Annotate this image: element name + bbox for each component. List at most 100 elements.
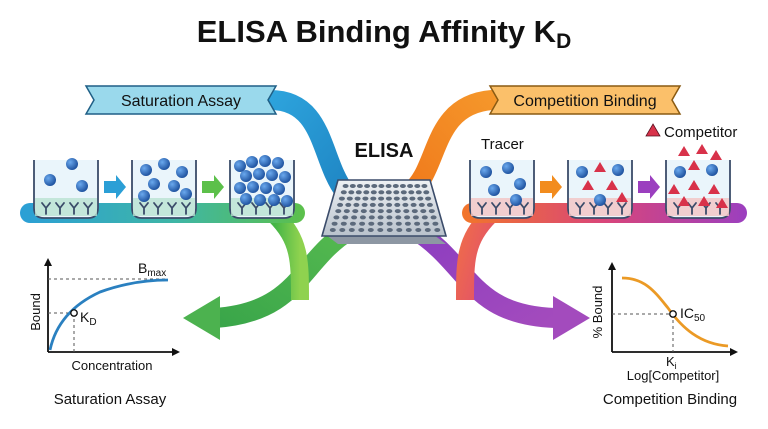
well-mixed (567, 160, 633, 219)
plate-well (353, 202, 360, 207)
plate-well (342, 215, 349, 220)
plate-well (342, 184, 349, 188)
saturation-wells (33, 155, 295, 219)
plate-well (386, 215, 393, 220)
plate-well (421, 215, 428, 220)
plate-well (370, 190, 377, 195)
plate-well (346, 196, 353, 201)
plate-well (393, 196, 400, 201)
plate-well (339, 228, 346, 232)
plate-well (368, 221, 375, 226)
elisa-label: ELISA (355, 140, 414, 162)
plate-well (404, 221, 411, 226)
plate-well (403, 209, 410, 214)
plate-well (404, 215, 411, 220)
plate-well (345, 202, 352, 207)
saturation-plot: KD Bmax Bound Concentration Saturation A… (28, 258, 180, 408)
plate-well (362, 196, 369, 201)
right-banner-label: Competition Binding (513, 93, 656, 110)
plate-well (418, 202, 425, 207)
plate-well (355, 190, 362, 195)
plate-well (386, 209, 393, 214)
plate-well (385, 196, 392, 201)
arrow-right-icon (202, 175, 224, 199)
plate-well (371, 184, 378, 188)
plate-well (377, 202, 384, 207)
plate-well (396, 228, 403, 232)
plate-well (409, 196, 416, 201)
competition-plot: IC50 Ki % Bound Log[Competitor] Competit… (590, 262, 738, 408)
plate-well (367, 228, 374, 232)
arrow-right-icon (104, 175, 126, 199)
plate-well (415, 228, 422, 232)
plate-well (424, 228, 431, 232)
competition-caption: Competition Binding (603, 391, 737, 408)
plate-well (351, 215, 358, 220)
y-axis-label: % Bound (590, 286, 605, 339)
diagram-title: ELISA Binding Affinity KD (197, 14, 572, 53)
plate-well (432, 221, 439, 226)
plate-well (335, 209, 342, 214)
plate-well (363, 190, 370, 195)
plate-well (386, 202, 393, 207)
plate-well (348, 228, 355, 232)
competition-curve (621, 276, 729, 348)
x-axis-label: Log[Competitor] (627, 368, 720, 383)
plate-well (412, 215, 419, 220)
plate-well (414, 184, 421, 188)
plate-well (386, 221, 393, 226)
arrow-right-icon (638, 175, 660, 199)
elisa-plate: ELISA (320, 140, 448, 244)
plate-well (411, 209, 418, 214)
plate-well (394, 209, 401, 214)
purple-arrowhead (553, 296, 590, 340)
well-saturated (229, 155, 295, 219)
green-ribbon (214, 221, 356, 328)
x-axis-label: Concentration (72, 358, 153, 373)
plate-well (395, 221, 402, 226)
plate-well (407, 184, 414, 188)
plate-well (394, 202, 401, 207)
plate-well (425, 196, 432, 201)
plate-well (378, 196, 385, 201)
plate-well (361, 202, 368, 207)
plate-well (329, 228, 336, 232)
y-axis-arrow (44, 258, 52, 266)
plate-well (369, 209, 376, 214)
plate-well (400, 190, 407, 195)
plate-well (349, 221, 356, 226)
plate-well (354, 196, 361, 201)
saturation-caption: Saturation Assay (54, 391, 167, 408)
plate-well (337, 202, 344, 207)
plate-well (358, 228, 365, 232)
plate-well (356, 184, 363, 188)
plate-well (401, 196, 408, 201)
ic50-label: IC50 (680, 305, 706, 324)
plate-well (428, 209, 435, 214)
plate-well (370, 196, 377, 201)
right-banner: Competition Binding (488, 85, 682, 115)
plate-well (395, 215, 402, 220)
plate-well (368, 215, 375, 220)
plate-well (343, 209, 350, 214)
ki-label: Ki (666, 354, 677, 371)
plate-well (348, 190, 355, 195)
plate-well (408, 190, 415, 195)
plate-well (360, 209, 367, 214)
plate-well (399, 184, 406, 188)
plate-well (423, 190, 430, 195)
plate-well (402, 202, 409, 207)
plate-well (349, 184, 356, 188)
left-banner: Saturation Assay (84, 85, 278, 115)
ic50-point (669, 310, 677, 318)
plate-well (393, 190, 400, 195)
saturation-curve (48, 278, 169, 351)
plate-well (377, 209, 384, 214)
plate-well (426, 202, 433, 207)
plate-well (434, 228, 441, 232)
kd-label: KD (80, 309, 97, 328)
triangle-icon (645, 123, 661, 137)
well-competitor-high (665, 144, 731, 219)
